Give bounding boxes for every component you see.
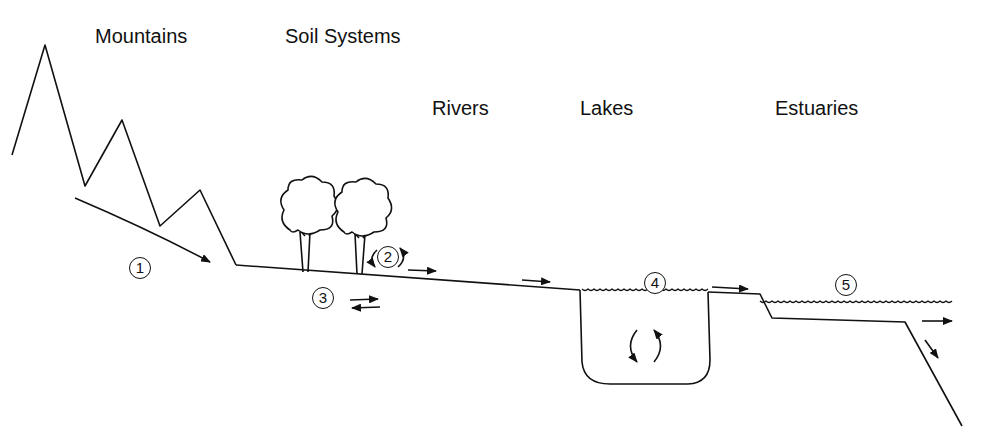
flow-arrow (712, 287, 748, 289)
callout-number: 4 (644, 272, 666, 294)
mountain-outline (12, 45, 236, 265)
mixing-arrow (654, 330, 661, 362)
region-label: Rivers (432, 98, 489, 118)
flow-arrow (925, 340, 938, 358)
callout-number: 1 (129, 257, 151, 279)
mixing-arrow (631, 330, 638, 362)
water-surface (582, 289, 952, 303)
ground-line (236, 265, 580, 290)
flow-arrow (75, 198, 210, 262)
region-label: Lakes (580, 98, 633, 118)
exchange-arrow (350, 299, 378, 300)
exchange-arrow (352, 307, 380, 308)
region-label: Soil Systems (285, 26, 401, 46)
tree (281, 176, 338, 272)
region-label: Estuaries (775, 98, 858, 118)
callout-number: 2 (377, 246, 399, 268)
callout-number: 5 (835, 274, 857, 296)
flow-arrow (922, 320, 952, 322)
ground-line (708, 292, 962, 426)
water-ripple (760, 301, 952, 303)
callout-number: 3 (312, 287, 334, 309)
region-label: Mountains (95, 26, 187, 46)
lake-basin (580, 290, 710, 384)
flow-arrow (408, 270, 436, 271)
flow-arrow (522, 280, 550, 282)
